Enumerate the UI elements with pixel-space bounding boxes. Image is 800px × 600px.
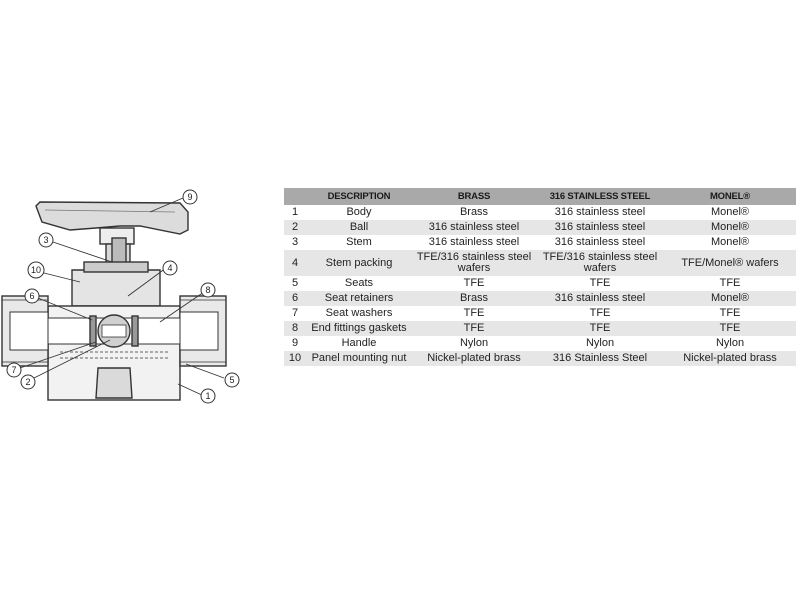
table-cell: 2 — [284, 220, 306, 235]
callout-9: 9 — [187, 192, 192, 202]
table-cell: 316 stainless steel — [428, 236, 520, 248]
table-cell: 316 stainless steel — [554, 236, 646, 248]
handle-shape — [35, 201, 189, 235]
callout-8: 8 — [205, 285, 210, 295]
table-cell: Stem — [346, 236, 372, 248]
table-cell: TFE — [589, 307, 611, 319]
table-cell: Nickel-plated brass — [664, 351, 796, 366]
table-cell: Handle — [341, 337, 377, 349]
table-cell: Monel® — [710, 236, 750, 248]
table-cell: 316 stainless steel — [412, 220, 536, 235]
table-row: 9 Handle Nylon Nylon Nylon — [284, 336, 796, 351]
table-cell: TFE — [719, 307, 741, 319]
table-cell: Body — [346, 206, 372, 218]
table-cell: Seat retainers — [306, 291, 412, 306]
header-number — [284, 188, 306, 205]
table-cell: TFE/Monel® wafers — [664, 250, 796, 276]
table-cell: 7 — [291, 307, 299, 319]
table-cell: TFE — [463, 307, 485, 319]
table-cell: Monel® — [664, 220, 796, 235]
table-cell: Seats — [344, 277, 374, 289]
table-cell: TFE — [719, 277, 741, 289]
table-cell: End fittings gaskets — [306, 321, 412, 336]
table-cell: Brass — [412, 291, 536, 306]
table-cell: 1 — [291, 206, 299, 218]
table-cell: 8 — [284, 321, 306, 336]
table-cell: Nickel-plated brass — [412, 351, 536, 366]
table-cell: 316 stainless steel — [536, 220, 664, 235]
table-cell: 10 — [284, 351, 306, 366]
table-cell: 9 — [291, 337, 299, 349]
table-cell: TFE/316 stainless steel wafers — [536, 250, 664, 276]
table-cell: TFE — [664, 321, 796, 336]
table-cell: Monel® — [710, 206, 750, 218]
table-cell: 5 — [291, 277, 299, 289]
table-cell: Nylon — [585, 337, 615, 349]
callout-4: 4 — [167, 263, 172, 273]
header-stainless: 316 STAINLESS STEEL — [536, 188, 664, 205]
table-cell: 4 — [284, 250, 306, 276]
header-monel: MONEL® — [664, 188, 796, 205]
header-brass: BRASS — [412, 188, 536, 205]
table-cell: Nylon — [459, 337, 489, 349]
callout-6: 6 — [29, 291, 34, 301]
table-row: 1 Body Brass 316 stainless steel Monel® — [284, 205, 796, 220]
table-cell: Monel® — [664, 291, 796, 306]
table-cell: Brass — [459, 206, 489, 218]
callout-3: 3 — [43, 235, 48, 245]
table-cell: TFE — [412, 321, 536, 336]
table-row: 3 Stem 316 stainless steel 316 stainless st… — [284, 235, 796, 250]
callout-7: 7 — [11, 365, 16, 375]
table-cell: 3 — [291, 236, 299, 248]
callout-5: 5 — [229, 375, 234, 385]
table-cell: 316 stainless steel — [536, 291, 664, 306]
table-cell: Seat washers — [325, 307, 393, 319]
table-cell: Panel mounting nut — [306, 351, 412, 366]
callout-1: 1 — [205, 391, 210, 401]
valve-cross-section-diagram: 9 3 4 10 6 8 7 2 5 1 — [1, 189, 240, 404]
table-cell: Stem packing — [306, 250, 412, 276]
materials-table: DESCRIPTION BRASS 316 STAINLESS STEEL MO… — [284, 188, 796, 366]
table-cell: TFE — [536, 321, 664, 336]
header-description: DESCRIPTION — [306, 188, 412, 205]
table-cell: Ball — [306, 220, 412, 235]
callout-2: 2 — [25, 377, 30, 387]
table-cell: 316 stainless steel — [554, 206, 646, 218]
table-cell: TFE/316 stainless steel wafers — [412, 250, 536, 276]
table-cell: TFE — [589, 277, 611, 289]
table-row: 5 Seats TFE TFE TFE — [284, 276, 796, 291]
table-cell: Nylon — [715, 337, 745, 349]
table-cell: 316 Stainless Steel — [536, 351, 664, 366]
table-cell: 6 — [284, 291, 306, 306]
table-row: 7 Seat washers TFE TFE TFE — [284, 306, 796, 321]
callout-10: 10 — [31, 265, 41, 275]
table-cell: TFE — [463, 277, 485, 289]
table-header-row: DESCRIPTION BRASS 316 STAINLESS STEEL MO… — [284, 188, 796, 205]
